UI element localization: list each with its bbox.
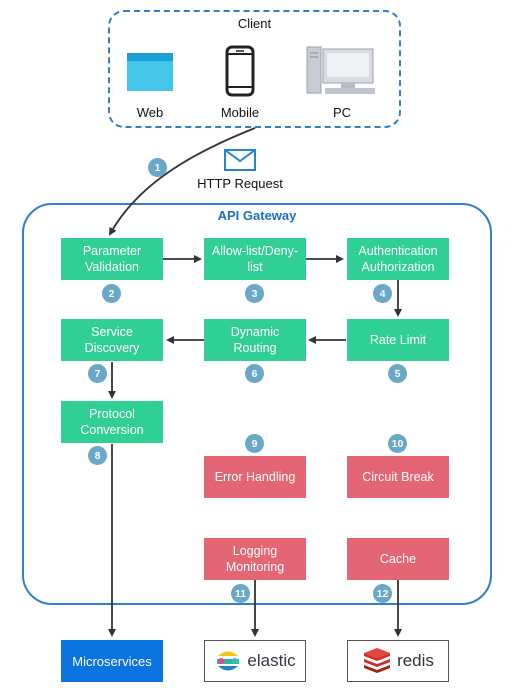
elastic-label: elastic bbox=[247, 651, 296, 670]
node-dynamic-routing: Dynamic Routing bbox=[204, 319, 306, 361]
step-badge-7: 7 bbox=[88, 364, 107, 383]
step-badge-12: 12 bbox=[373, 584, 392, 603]
node-error-handling: Error Handling bbox=[204, 456, 306, 498]
mobile-phone-icon bbox=[225, 45, 255, 97]
elastic-logo-icon bbox=[216, 649, 241, 673]
step-badge-11: 11 bbox=[231, 584, 250, 603]
step-badge-6: 6 bbox=[245, 364, 264, 383]
api-gateway-title: API Gateway bbox=[217, 208, 297, 223]
client-mobile-label: Mobile bbox=[220, 105, 260, 120]
node-cache: Cache bbox=[347, 538, 449, 580]
node-allow-deny-list: Allow-list/Deny- list bbox=[204, 238, 306, 280]
http-request-label: HTTP Request bbox=[197, 176, 283, 191]
step-badge-9: 9 bbox=[245, 434, 264, 453]
browser-window-icon bbox=[127, 53, 173, 91]
step-badge-3: 3 bbox=[245, 284, 264, 303]
node-protocol-conversion: Protocol Conversion bbox=[61, 401, 163, 443]
elastic-box: elastic bbox=[204, 640, 306, 682]
step-badge-1: 1 bbox=[148, 158, 167, 177]
node-authentication: Authentication Authorization bbox=[347, 238, 449, 280]
microservices-box: Microservices bbox=[61, 640, 163, 682]
node-service-discovery: Service Discovery bbox=[61, 319, 163, 361]
step-badge-4: 4 bbox=[373, 284, 392, 303]
node-circuit-break: Circuit Break bbox=[347, 456, 449, 498]
arrow-client-to-validation bbox=[109, 127, 256, 236]
step-badge-2: 2 bbox=[102, 284, 121, 303]
redis-box: redis bbox=[347, 640, 449, 682]
client-title: Client bbox=[237, 16, 272, 31]
node-parameter-validation: Parameter Validation bbox=[61, 238, 163, 280]
node-logging-monitoring: Logging Monitoring bbox=[204, 538, 306, 580]
redis-logo-icon bbox=[364, 648, 391, 673]
redis-label: redis bbox=[397, 651, 434, 670]
step-badge-8: 8 bbox=[88, 446, 107, 465]
node-rate-limit: Rate Limit bbox=[347, 319, 449, 361]
step-badge-10: 10 bbox=[388, 434, 407, 453]
desktop-pc-icon bbox=[306, 46, 375, 94]
client-pc-label: PC bbox=[332, 105, 352, 120]
envelope-icon bbox=[224, 149, 256, 171]
step-badge-5: 5 bbox=[388, 364, 407, 383]
client-web-label: Web bbox=[136, 105, 164, 120]
api-gateway-group bbox=[22, 203, 492, 605]
client-group bbox=[108, 10, 401, 128]
